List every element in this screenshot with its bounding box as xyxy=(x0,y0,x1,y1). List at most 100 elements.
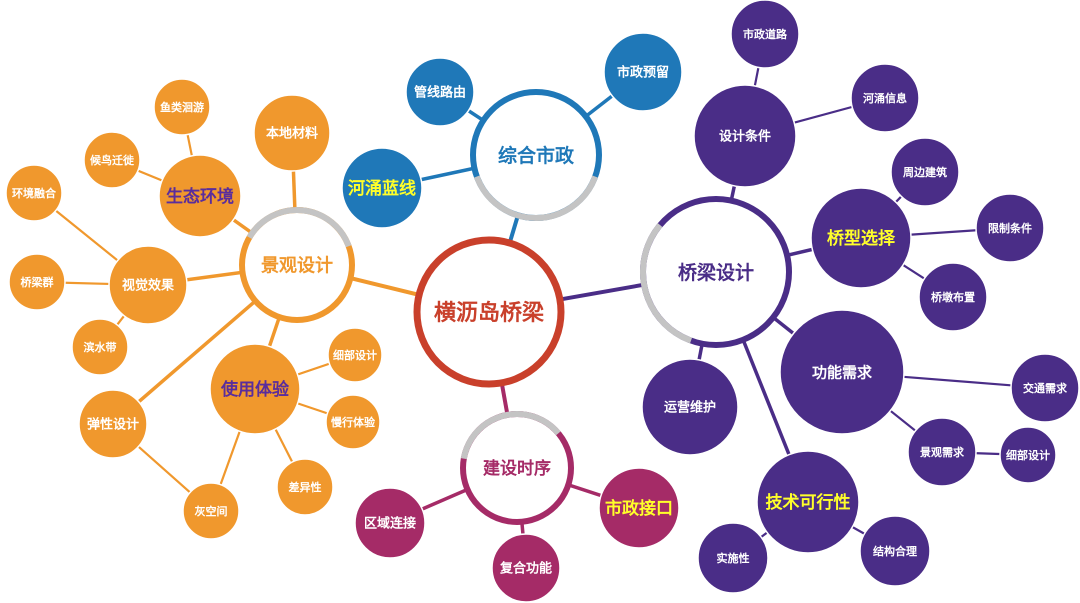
node-label: 市政接口 xyxy=(605,498,673,519)
node-label: 河涌蓝线 xyxy=(348,178,416,199)
node-label: 视觉效果 xyxy=(122,278,174,294)
node-label: 市政道路 xyxy=(743,27,788,41)
node-label: 桥墩布置 xyxy=(931,290,975,304)
node-bubble xyxy=(182,482,240,540)
node-label: 景观需求 xyxy=(919,445,965,459)
node-bubble xyxy=(405,57,475,127)
node-l3b[interactable]: 桥梁群 xyxy=(8,253,66,311)
node-m3[interactable]: 河涌蓝线 xyxy=(341,147,423,229)
node-label: 景观设计 xyxy=(261,254,333,276)
node-b5b[interactable]: 结构合理 xyxy=(859,515,931,587)
node-bubble xyxy=(907,417,977,487)
node-b2c[interactable]: 桥墩布置 xyxy=(918,262,988,332)
hub-ring xyxy=(413,236,565,388)
node-label: 横沥岛桥梁 xyxy=(434,300,544,326)
node-label: 细部设计 xyxy=(333,348,377,362)
node-l1[interactable]: 本地材料 xyxy=(253,94,331,172)
node-label: 滨水带 xyxy=(84,340,117,354)
node-l2a[interactable]: 鱼类洄游 xyxy=(153,78,211,136)
node-label: 周边建筑 xyxy=(903,165,947,179)
node-label: 结构合理 xyxy=(872,544,917,558)
node-bubbles: 本地材料生态环境鱼类洄游候鸟迁徙视觉效果环境融合桥梁群滨水带使用体验细部设计慢行… xyxy=(5,0,1080,603)
node-bubble xyxy=(209,343,301,435)
node-c1[interactable]: 区域连接 xyxy=(354,487,426,559)
node-bubble xyxy=(341,147,423,229)
node-label: 环境融合 xyxy=(12,186,57,200)
node-bubble xyxy=(756,450,860,554)
node-label: 桥梁群 xyxy=(21,275,54,289)
node-l5[interactable]: 弹性设计 xyxy=(78,389,148,459)
node-label: 弹性设计 xyxy=(87,417,139,433)
node-b1[interactable]: 设计条件 xyxy=(693,84,797,188)
node-l3[interactable]: 视觉效果 xyxy=(108,245,188,325)
node-label: 灰空间 xyxy=(195,504,228,518)
node-bubble xyxy=(325,394,381,450)
node-bubble xyxy=(641,358,739,456)
hub-landscape[interactable]: 景观设计 xyxy=(239,207,355,323)
node-bubble xyxy=(71,318,129,376)
node-bubble xyxy=(491,533,561,603)
node-c2[interactable]: 复合功能 xyxy=(491,533,561,603)
node-b2b[interactable]: 限制条件 xyxy=(975,193,1045,263)
node-bubble xyxy=(598,467,680,549)
node-l3c[interactable]: 滨水带 xyxy=(71,318,129,376)
node-b4[interactable]: 运营维护 xyxy=(641,358,739,456)
node-label: 本地材料 xyxy=(266,126,318,142)
node-l3a[interactable]: 环境融合 xyxy=(5,164,63,222)
node-bubble xyxy=(697,522,769,594)
node-b3a[interactable]: 交通需求 xyxy=(1010,353,1080,423)
hub-bridge[interactable]: 桥梁设计 xyxy=(640,196,792,348)
node-bubble xyxy=(78,389,148,459)
node-label: 桥型选择 xyxy=(827,228,896,249)
node-m2[interactable]: 市政预留 xyxy=(603,32,683,112)
node-b5[interactable]: 技术可行性 xyxy=(756,450,860,554)
node-label: 复合功能 xyxy=(499,561,552,577)
hub-ring-gray-arc xyxy=(460,411,561,460)
hub-center[interactable]: 横沥岛桥梁 xyxy=(413,236,565,388)
node-b3c[interactable]: 细部设计 xyxy=(999,426,1057,484)
node-bubble xyxy=(5,164,63,222)
node-bubble xyxy=(918,262,988,332)
hub-ring-gray-arc xyxy=(473,175,599,221)
node-l4[interactable]: 使用体验 xyxy=(209,343,301,435)
node-bubble xyxy=(276,458,334,516)
node-l4d[interactable]: 灰空间 xyxy=(182,482,240,540)
node-label: 限制条件 xyxy=(988,221,1032,235)
node-c3[interactable]: 市政接口 xyxy=(598,467,680,549)
node-b5a[interactable]: 实施性 xyxy=(697,522,769,594)
node-m1[interactable]: 管线路由 xyxy=(405,57,475,127)
node-bubble xyxy=(890,137,960,207)
node-l4a[interactable]: 细部设计 xyxy=(327,327,383,383)
node-label: 综合市政 xyxy=(498,144,575,167)
node-b3b[interactable]: 景观需求 xyxy=(907,417,977,487)
node-bubble xyxy=(354,487,426,559)
node-b1a[interactable]: 市政道路 xyxy=(730,0,800,69)
node-b1b[interactable]: 河涌信息 xyxy=(850,63,920,133)
node-b2[interactable]: 桥型选择 xyxy=(810,187,912,289)
node-label: 候鸟迁徙 xyxy=(90,153,135,167)
node-bubble xyxy=(83,131,141,189)
hub-ring-gray-arc xyxy=(246,207,352,248)
node-l4b[interactable]: 慢行体验 xyxy=(325,394,381,450)
node-l2b[interactable]: 候鸟迁徙 xyxy=(83,131,141,189)
node-label: 使用体验 xyxy=(220,379,290,400)
hub-municipal[interactable]: 综合市政 xyxy=(470,89,602,221)
node-b2a[interactable]: 周边建筑 xyxy=(890,137,960,207)
node-l4c[interactable]: 差异性 xyxy=(276,458,334,516)
node-label: 管线路由 xyxy=(414,85,466,101)
node-bubble xyxy=(810,187,912,289)
node-bubble xyxy=(779,309,905,435)
node-bubble xyxy=(153,78,211,136)
node-label: 实施性 xyxy=(717,551,750,565)
node-label: 交通需求 xyxy=(1023,381,1068,395)
node-bubble xyxy=(158,154,242,238)
hub-construction[interactable]: 建设时序 xyxy=(460,411,574,525)
node-bubble xyxy=(975,193,1045,263)
node-bubble xyxy=(327,327,383,383)
node-label: 技术可行性 xyxy=(766,492,851,513)
node-b3[interactable]: 功能需求 xyxy=(779,309,905,435)
node-bubble xyxy=(693,84,797,188)
node-l2[interactable]: 生态环境 xyxy=(158,154,242,238)
node-label: 桥梁设计 xyxy=(678,261,754,284)
